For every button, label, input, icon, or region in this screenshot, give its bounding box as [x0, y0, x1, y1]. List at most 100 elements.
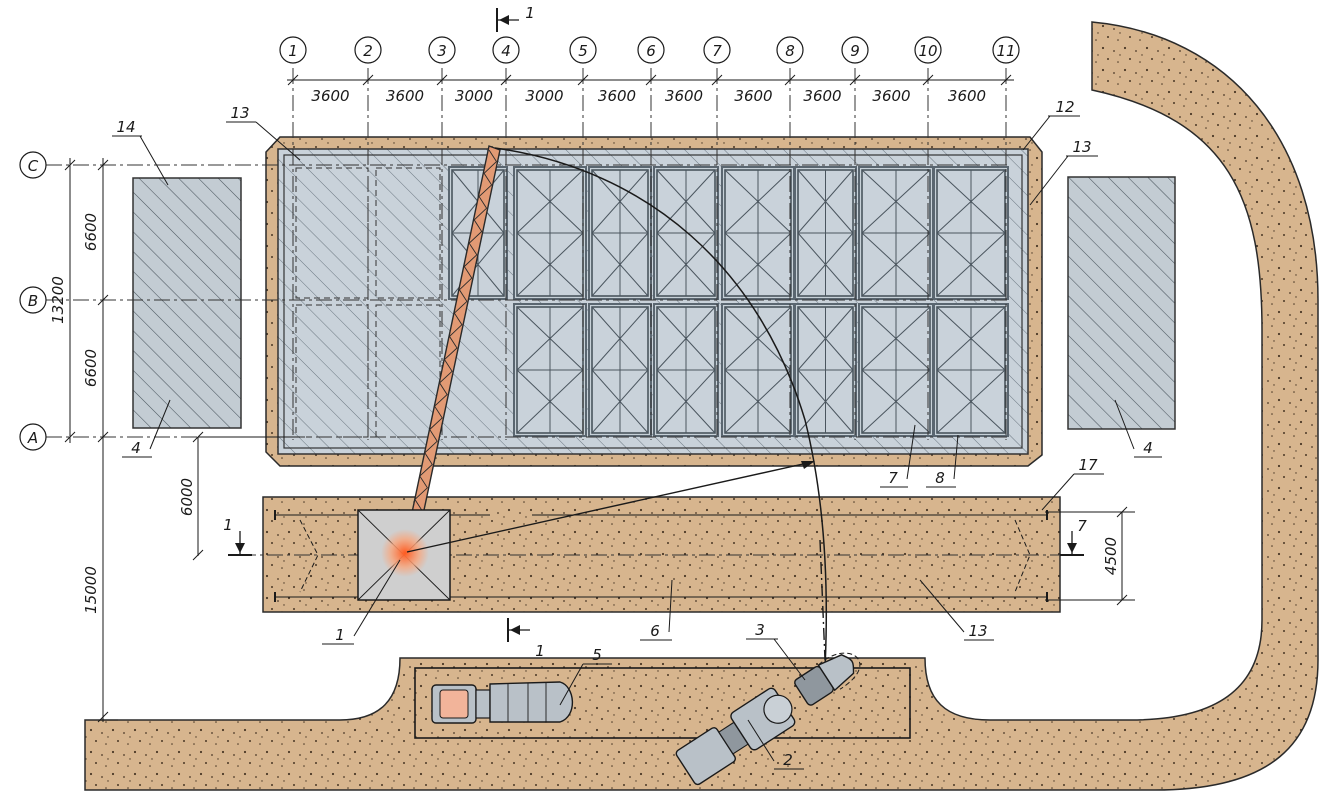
access-road [84, 21, 1319, 791]
callout-c13_track: 13 [919, 579, 994, 641]
callout-label-c3: 3 [755, 621, 765, 639]
axis-bubble-8: 8 [776, 36, 804, 64]
callout-c4_left: 4 [122, 399, 171, 458]
axis-label-8: 8 [785, 42, 795, 60]
axis-label-7: 7 [712, 42, 722, 60]
axis-label-C: C [28, 157, 39, 175]
axis-bubble-7: 7 [703, 36, 731, 64]
axis-bubble-5: 5 [569, 36, 597, 64]
span-dim-1: 3600 [311, 87, 349, 105]
formwork-panel-bottom-3 [721, 303, 795, 437]
span-dim-8: 3600 [803, 87, 841, 105]
formwork-panel-bottom-2 [653, 303, 719, 437]
formwork-panels [448, 166, 1009, 437]
formwork-panel-top-5 [794, 166, 857, 300]
dim-to-crane-track: 6000 [178, 478, 196, 516]
span-dim-7: 3600 [734, 87, 772, 105]
reach-lines [406, 147, 828, 669]
axis-label-3: 3 [437, 42, 447, 60]
axis-label-5: 5 [578, 42, 588, 60]
storage-area-left [132, 177, 242, 429]
axis-bubble-11: 11 [992, 36, 1020, 64]
axis-label-4: 4 [501, 42, 511, 60]
formwork-panel-top-3 [653, 166, 719, 300]
section-mark-left: 1 [223, 516, 252, 556]
callout-label-c12: 12 [1055, 98, 1074, 116]
crane-tower-base [357, 509, 451, 601]
dim-rows-total: 13200 [49, 276, 67, 324]
axis-bubble-4: 4 [492, 36, 520, 64]
storage-area-right [1067, 176, 1176, 430]
axis-label-10: 10 [918, 42, 937, 60]
callout-c6: 6 [640, 579, 673, 641]
axis-bubble-10: 10 [914, 36, 942, 64]
callout-c8: 8 [926, 434, 959, 488]
span-dim-6: 3600 [665, 87, 703, 105]
section-label-left: 1 [223, 516, 233, 534]
axis-bubble-A: A [19, 423, 47, 451]
formwork-panel-bottom-1 [588, 303, 652, 437]
span-dim-9: 3600 [872, 87, 910, 105]
callout-label-c2: 2 [783, 751, 793, 769]
span-dim-3: 3000 [455, 87, 493, 105]
section-mark-right: 7 [1060, 517, 1087, 556]
callout-c3: 3 [746, 621, 806, 681]
formwork-panel-top-7 [933, 166, 1009, 300]
callout-c5: 5 [559, 646, 612, 706]
callout-label-c4_right: 4 [1143, 439, 1153, 457]
section-label-bottom: 1 [535, 642, 545, 660]
vehicle-lane [414, 667, 911, 739]
concrete-pump-truck [675, 652, 861, 786]
axis-label-9: 9 [850, 42, 860, 60]
callout-label-c6: 6 [650, 622, 660, 640]
span-dim-4: 3000 [525, 87, 563, 105]
grid-axes [46, 68, 1010, 440]
axis-bubble-1: 1 [279, 36, 307, 64]
section-mark-bottom: 1 [507, 618, 545, 660]
span-dim-2: 3600 [386, 87, 424, 105]
axis-label-6: 6 [646, 42, 656, 60]
axis-label-2: 2 [363, 42, 373, 60]
dim-track-width: 4500 [1102, 537, 1120, 575]
axis-label-A: A [27, 429, 38, 447]
dim-rows-top: 6600 [82, 213, 100, 251]
callout-label-c17: 17 [1078, 456, 1098, 474]
formwork-panel-bottom-5 [858, 303, 934, 437]
section-label-right: 7 [1077, 517, 1087, 535]
section-mark-top: 1 [496, 4, 535, 32]
formwork-panel-bottom-0 [513, 303, 587, 437]
dim-to-road: 15000 [82, 566, 100, 614]
callout-label-c7: 7 [888, 469, 898, 487]
axis-bubble-B: B [19, 286, 47, 314]
section-label-top: 1 [525, 4, 535, 22]
callout-label-c13_tl: 13 [230, 104, 249, 122]
callout-c4_right: 4 [1114, 399, 1162, 458]
callout-label-c1: 1 [335, 626, 345, 644]
callout-label-c8: 8 [935, 469, 945, 487]
span-dim-10: 3600 [948, 87, 986, 105]
callout-c14: 14 [112, 118, 169, 186]
axis-bubble-6: 6 [637, 36, 665, 64]
axis-bubble-C: C [19, 151, 47, 179]
callout-c13_tl: 13 [226, 104, 301, 161]
callout-c7: 7 [880, 424, 916, 488]
callout-label-c5: 5 [592, 646, 602, 664]
callout-label-c14: 14 [116, 118, 135, 136]
callout-label-c13_r: 13 [1072, 138, 1091, 156]
axis-label-B: B [28, 292, 38, 310]
callout-c2: 2 [747, 719, 804, 770]
callout-label-c13_track: 13 [968, 622, 987, 640]
callout-c12: 12 [1022, 98, 1080, 151]
callout-label-c4_left: 4 [131, 439, 141, 457]
formwork-panel-top-6 [858, 166, 934, 300]
span-dim-5: 3600 [598, 87, 636, 105]
axis-label-11: 11 [996, 42, 1015, 60]
axis-bubble-2: 2 [354, 36, 382, 64]
concrete-mixer-truck [431, 681, 574, 724]
axis-label-1: 1 [288, 42, 298, 60]
callout-c13_r: 13 [1029, 138, 1098, 206]
callout-c1: 1 [322, 559, 401, 645]
